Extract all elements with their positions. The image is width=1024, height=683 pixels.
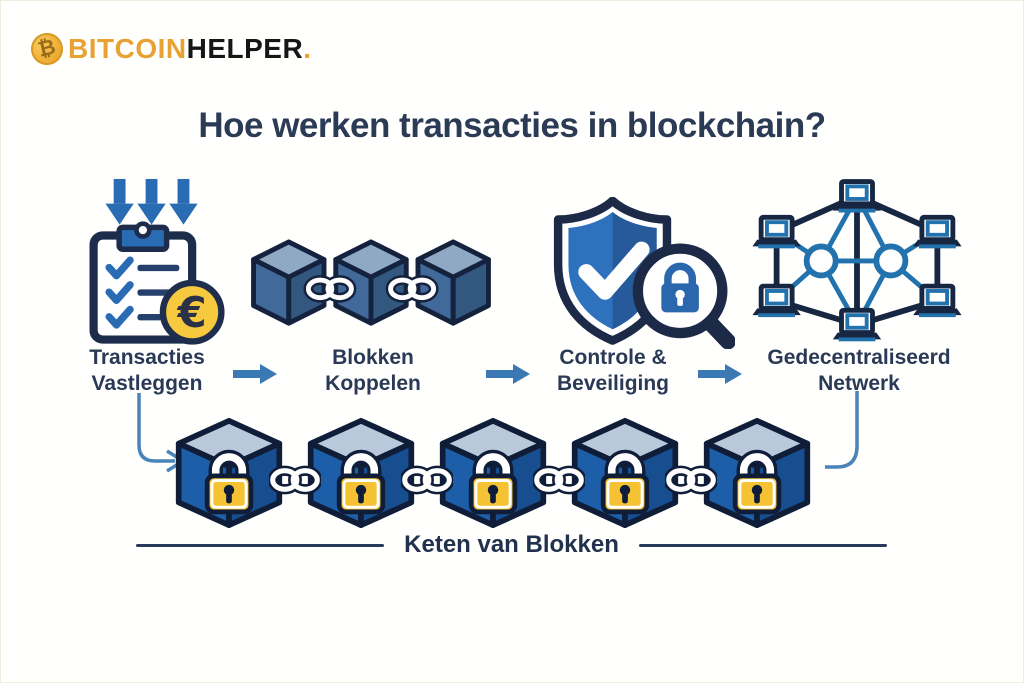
chain-link-icon — [303, 275, 357, 303]
step-label-blokken-koppelen: Blokken Koppelen — [253, 345, 493, 397]
caption-rule-left — [136, 543, 385, 547]
locked-block-icon — [305, 417, 417, 529]
brand-name-bitcoin: BITCOIN — [68, 33, 187, 64]
padlock-icon — [732, 449, 782, 515]
down-arrows-icon — [105, 178, 198, 225]
step-label-line: Gedecentraliseerd — [767, 346, 951, 369]
step-label-gedecentraliseerd-netwerk: Gedecentraliseerd Netwerk — [739, 345, 979, 397]
bitcoin-coin-icon: ₿ — [27, 29, 67, 69]
brand-name-dot: . — [303, 33, 312, 64]
flow-arrow-icon — [698, 362, 742, 386]
chain-link-icon — [401, 463, 453, 497]
clipboard-checklist-euro-svg: € — [89, 178, 225, 345]
clipboard-checklist-euro-icon: € — [79, 174, 225, 350]
step-label-line: Controle & — [559, 346, 667, 369]
magnifier-lock-icon — [632, 243, 735, 349]
decentralized-network-icon — [745, 167, 969, 351]
lock-shackle — [664, 262, 697, 289]
padlock-icon — [468, 449, 518, 515]
computer-icon — [752, 286, 800, 317]
padlock-icon — [600, 449, 650, 515]
cube-1 — [251, 239, 327, 326]
linked-blocks-svg — [251, 239, 491, 326]
locked-block-icon — [437, 417, 549, 529]
computer-icon — [913, 217, 961, 248]
locked-block-icon — [173, 417, 285, 529]
flow-arrow-icon — [233, 362, 277, 386]
step-label-controle-beveiliging: Controle & Beveiliging — [493, 345, 733, 397]
cube-3 — [415, 239, 491, 326]
caption-rule-right — [638, 543, 888, 547]
padlock-icon — [204, 449, 254, 515]
chain-link-icon — [269, 463, 321, 497]
linked-blocks-icon — [248, 237, 494, 329]
svg-text:€: € — [177, 288, 207, 337]
locked-block-icon — [701, 417, 813, 529]
network-node — [803, 243, 839, 279]
step-label-line: Blokken — [332, 346, 414, 369]
chain-caption: Keten van Blokken — [404, 531, 619, 558]
brand-logo: ₿ BITCOINHELPER. — [27, 29, 311, 69]
clipboard-clip-ring — [134, 221, 152, 239]
shield-magnifier-svg — [553, 197, 735, 349]
locked-block-icon — [569, 417, 681, 529]
network-svg — [745, 167, 969, 351]
computer-icon — [752, 217, 800, 248]
chain-link-icon — [385, 275, 439, 303]
brand-name: BITCOINHELPER. — [68, 35, 311, 63]
chain-link-icon — [665, 463, 717, 497]
computer-icon — [833, 182, 881, 213]
chain-link-icon — [533, 463, 585, 497]
brand-name-helper: HELPER — [186, 33, 304, 64]
padlock-icon — [336, 449, 386, 515]
step-label-line: Beveiliging — [556, 372, 670, 396]
euro-coin-icon: € — [159, 279, 225, 345]
chain-of-blocks — [173, 417, 813, 529]
computer-icon — [833, 310, 881, 341]
curved-connector-right-icon — [813, 391, 873, 477]
step-label-line: Transacties — [89, 346, 205, 369]
curved-connector-right-svg — [825, 391, 859, 469]
shield-check-magnifier-lock-icon — [537, 197, 735, 349]
step-label-line: Koppelen — [325, 372, 421, 396]
step-label-transacties-vastleggen: Transacties Vastleggen — [27, 345, 267, 397]
chain-caption-row: Keten van Blokken — [136, 531, 888, 559]
network-node — [873, 243, 909, 279]
computer-icon — [913, 286, 961, 317]
checkmark-icon — [578, 241, 650, 300]
step-label-line: Netwerk — [818, 372, 900, 396]
flow-arrow-icon — [486, 362, 530, 386]
page-title: Hoe werken transacties in blockchain? — [198, 106, 826, 145]
step-label-line: Vastleggen — [91, 372, 203, 396]
